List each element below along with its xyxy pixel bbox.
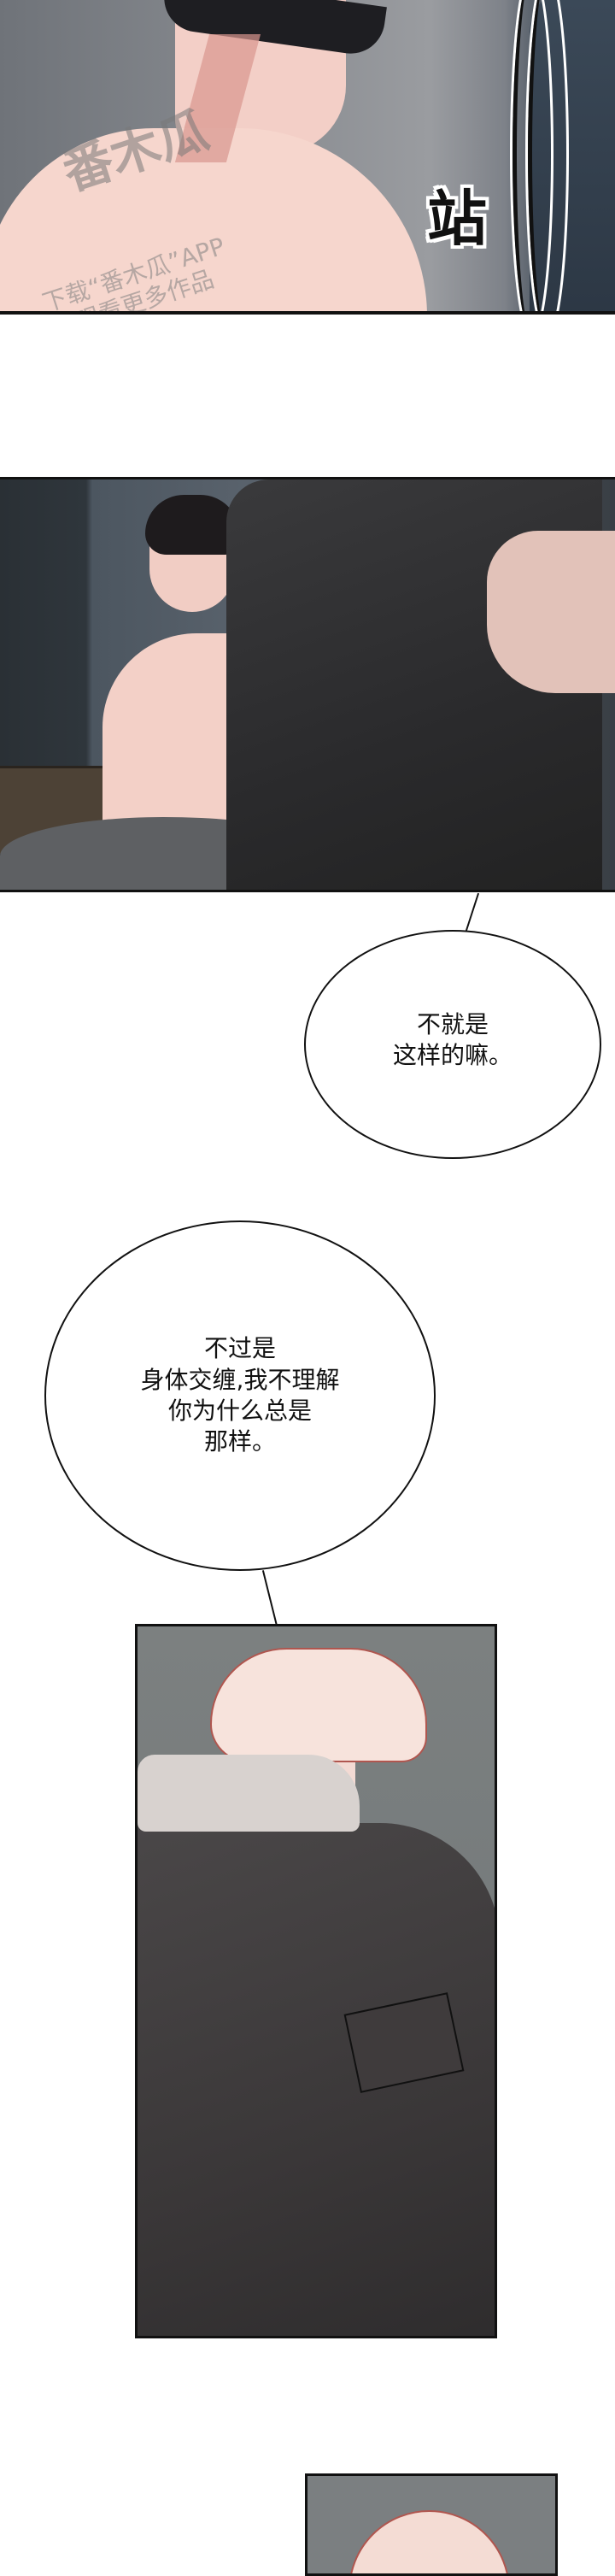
dialogue-line: 不就是 [416,1009,489,1038]
comic-panel-4 [305,2473,558,2576]
jacket-illustration [138,1823,495,2336]
character-hair-illustration [210,1648,427,1762]
dialogue-line: 这样的嘛。 [392,1041,512,1069]
speech-bubble-text: 不过是 身体交缠,我不理解 你为什么总是 那样。 [141,1333,340,1458]
character-hair-illustration [348,2510,510,2573]
character-hair-illustration [145,495,239,555]
speech-bubble-1: 不就是 这样的嘛。 [304,930,601,1159]
hand-illustration [487,531,615,693]
comic-panel-3 [135,1624,497,2338]
hood-collar-illustration [138,1755,360,1832]
motion-line-icon [528,0,566,311]
motion-line-icon [512,0,551,311]
speech-bubble-2: 不过是 身体交缠,我不理解 你为什么总是 那样。 [44,1220,436,1571]
comic-panel-1: 站 番木瓜 下载“番木瓜”APP 观看更多作品 [0,0,615,315]
sound-effect-text: 站 [427,184,487,254]
comic-panel-2 [0,477,615,892]
dialogue-line: 那样。 [203,1427,276,1456]
dialogue-line: 身体交缠,我不理解 [140,1365,340,1394]
dialogue-line: 你为什么总是 [167,1397,312,1425]
speech-bubble-tail [465,892,480,932]
dialogue-line: 不过是 [203,1334,276,1363]
speech-bubble-text: 不就是 这样的嘛。 [393,1009,512,1072]
